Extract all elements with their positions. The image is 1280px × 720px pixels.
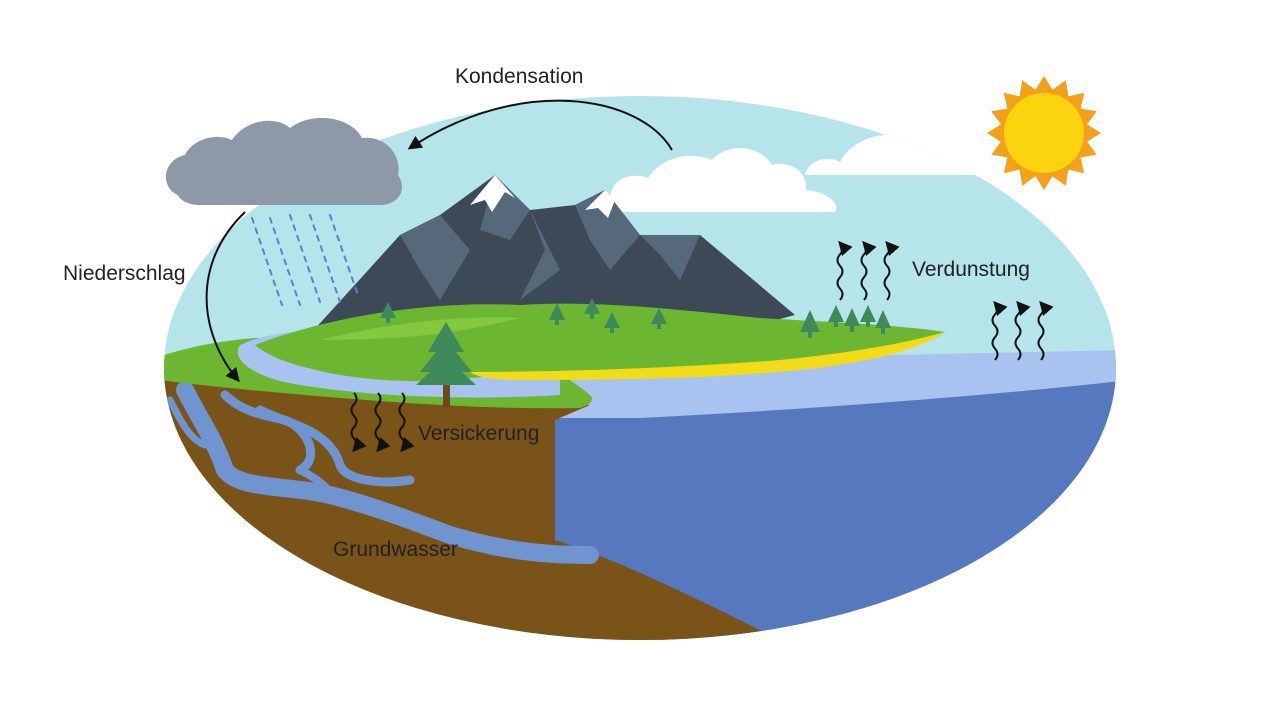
wavy-arrow <box>836 240 853 301</box>
groundwater-channels <box>166 381 599 564</box>
mountains <box>312 175 795 335</box>
label-precipitation: Niederschlag <box>63 262 186 285</box>
label-evaporation: Verdunstung <box>912 258 1030 281</box>
tree <box>604 312 620 333</box>
tree <box>800 310 820 338</box>
tree <box>844 308 860 332</box>
trees <box>380 298 891 407</box>
sun-icon <box>987 76 1101 190</box>
cloud-icon <box>610 148 837 212</box>
rain-cloud-icon <box>165 117 402 306</box>
tree <box>584 298 600 319</box>
evaporation-arrows <box>836 240 1054 361</box>
wavy-arrow <box>398 392 415 453</box>
cloud-icon <box>805 134 1000 175</box>
beach <box>470 332 945 380</box>
wavy-arrow <box>350 392 367 453</box>
tree <box>549 303 565 325</box>
wavy-arrow <box>1037 300 1054 361</box>
tree <box>860 305 876 327</box>
tree <box>651 308 667 329</box>
label-infiltration: Versickerung <box>418 422 539 445</box>
hill-highlight <box>320 317 520 340</box>
label-condensation: Kondensation <box>455 65 583 88</box>
tree <box>416 322 476 407</box>
wavy-arrow <box>991 300 1008 361</box>
wavy-arrow <box>1014 300 1031 361</box>
river <box>237 328 560 398</box>
tree <box>380 302 396 323</box>
precipitation-arrow <box>205 211 246 383</box>
rain-drops <box>251 214 359 306</box>
condensation-arrow <box>407 99 673 151</box>
wavy-arrow <box>374 392 391 453</box>
tree <box>875 310 891 334</box>
tree <box>828 305 844 327</box>
wavy-arrow <box>860 240 877 301</box>
label-groundwater: Grundwasser <box>333 538 458 561</box>
infiltration-arrows <box>350 392 415 453</box>
wavy-arrow <box>883 240 900 301</box>
